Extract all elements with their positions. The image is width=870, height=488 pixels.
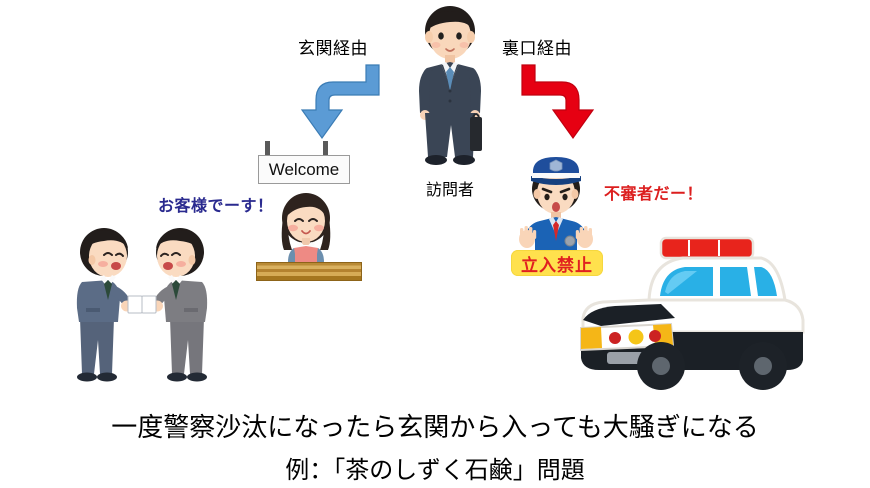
- route-label-back-door: 裏口経由: [502, 39, 572, 58]
- keep-out-sign: 立入禁止: [511, 250, 603, 276]
- businessman-right: [141, 228, 208, 382]
- caption-line-1: 一度警察沙汰になったら玄関から入っても大騒ぎになる: [111, 412, 759, 442]
- arrow-back-door-red: [508, 60, 608, 145]
- policeman-figure: [508, 155, 604, 255]
- reception-speech-bubble-text: お客様でーす！: [158, 198, 274, 215]
- welcome-sign-post-right: [323, 141, 328, 155]
- welcome-sign: Welcome: [258, 155, 350, 184]
- businessmen-exchanging-cards: [62, 222, 222, 390]
- visitor-label: 訪問者: [425, 182, 474, 199]
- route-label-front-entrance: 玄関経由: [298, 39, 368, 58]
- security-speech-bubble-text: 不審者だー！: [604, 186, 704, 203]
- arrow-front-entrance-blue: [288, 60, 388, 145]
- visitor-figure: [405, 5, 495, 170]
- caption-line-2: 例：「茶のしずく石鹸」問題: [285, 457, 585, 484]
- siren-light: [659, 236, 755, 260]
- car-wheel-rear: [739, 342, 787, 390]
- receptionist-figure: [270, 192, 342, 264]
- police-car: [565, 228, 855, 390]
- businessman-left: [76, 228, 143, 382]
- welcome-sign-post-left: [265, 141, 270, 155]
- reception-desk: [256, 262, 362, 281]
- car-wheel-front: [637, 342, 685, 390]
